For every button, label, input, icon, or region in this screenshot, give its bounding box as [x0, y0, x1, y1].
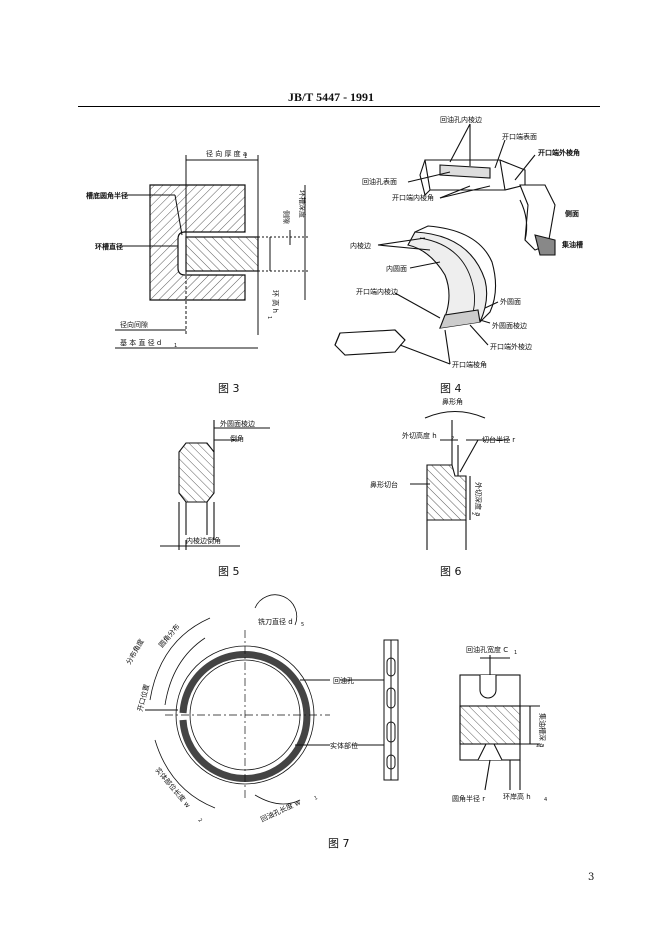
fig7-land-height: 环岸高 h [503, 792, 531, 801]
fig6-drawing [410, 410, 510, 550]
fig3-radial-thickness-sub: 1 [244, 154, 247, 160]
fig7-groove-depth: 集油槽深 a [538, 713, 547, 748]
fig7-hole-len: 回油孔长度 w [259, 797, 302, 823]
page-number: 3 [588, 872, 595, 883]
fig7-solid-len: 实体部位长度 w [153, 766, 192, 810]
fig7-corner-radius: 圆角半径 r [452, 794, 485, 803]
fig7-solid-part: 实体部位 [330, 741, 358, 750]
fig4-gap-inner-edge: 开口端内棱边 [356, 287, 398, 296]
fig3-radial-clearance: 径向间隙 [120, 320, 148, 329]
fig4-gap-outer-corner: 开口端外棱角 [538, 148, 580, 157]
fig3-groove-depth: 环槽深度 [298, 190, 307, 218]
fig6-cut-height-sub: 2 [451, 436, 454, 442]
fig5-inner-chamfer: 内棱边倒角 [186, 536, 221, 545]
fig5-caption: 图 5 [218, 565, 240, 578]
fig3-ring-height: 环 高 h [271, 290, 280, 313]
fig7-solid-len-sub: 2 [196, 817, 203, 823]
fig6-cut-radius: 切台半径 r [482, 435, 515, 444]
fig4-gap-end-surface: 开口端表面 [502, 132, 537, 141]
fig3-base-dia: 基 本 直 径 d [120, 338, 161, 347]
header-rule [78, 106, 600, 107]
fig4-caption: 图 4 [440, 382, 462, 395]
fig5-outer-edge: 外圆面棱边 [220, 419, 255, 428]
fig6-cut-depth: 外切深度 a [474, 482, 483, 517]
fig7-land-height-sub: 4 [544, 797, 547, 803]
fig3-base-dia-sub: 1 [174, 343, 177, 349]
fig6-cut-depth-sub: 2 [470, 512, 476, 515]
fig7-gap-pos: 开口位置 [135, 683, 151, 712]
fig4-side-face: 侧面 [565, 209, 579, 218]
fig4-oil-groove: 集油槽 [561, 240, 583, 249]
fig7-hole-len-sub: 1 [313, 795, 318, 802]
fig4-outer-face-edge: 外圆面棱边 [492, 321, 527, 330]
fig4-gap-corner: 开口端棱角 [452, 360, 487, 369]
fig4-inner-face: 内圆面 [386, 264, 407, 273]
fig7-circ-dist: 圆角分布 [157, 622, 182, 649]
fig6-cut-height: 外切高度 h [402, 431, 437, 440]
fig6-nose-angle: 鼻形角 [442, 397, 463, 406]
fig7-groove-depth-sub: 4 [534, 744, 540, 747]
fig7-hole-width-sub: 1 [514, 650, 517, 656]
fig3-drawing [115, 155, 310, 349]
fig5-chamfer: 倒角 [230, 434, 244, 443]
fig7-caption: 图 7 [328, 837, 350, 850]
fig3-side-gap: 侧隙 [282, 210, 291, 224]
fig4-inner-edge: 内棱边 [350, 241, 371, 250]
fig7-cutter-dia: 铣刀直径 d [258, 617, 293, 626]
fig7-return-hole: 回油孔 [333, 676, 354, 685]
fig7-dist-angle: 分布角度 [124, 637, 146, 666]
fig6-caption: 图 6 [440, 565, 462, 578]
fig7-cutter-dia-sub: 5 [301, 622, 304, 628]
fig4-oil-hole-surface: 回油孔表面 [362, 177, 397, 186]
fig5-drawing [160, 420, 270, 550]
fig3-caption: 图 3 [218, 382, 240, 395]
fig4-drawing [334, 123, 556, 365]
fig4-outer-face: 外圆面 [500, 297, 521, 306]
fig3-groove-radius: 槽底圆角半径 [86, 191, 128, 200]
fig6-nose-step: 鼻形切台 [370, 480, 398, 489]
fig7-ring-drawing [145, 594, 330, 809]
fig3-groove-dia: 环槽直径 [95, 242, 123, 251]
fig7-side-strip [340, 639, 399, 781]
fig7-hole-width: 回油孔宽度 C [466, 645, 508, 654]
fig3-radial-thickness: 径 向 厚 度 a [206, 149, 247, 158]
fig7-section-drawing [459, 655, 540, 791]
page-header: JB/T 5447 - 1991 [287, 90, 375, 104]
fig4-gap-inner-corner: 开口端内棱角 [392, 193, 434, 202]
fig4-oil-hole-inner-edge: 回油孔内棱边 [440, 115, 482, 124]
fig4-gap-outer-edge: 开口端外棱边 [490, 342, 532, 351]
fig3-ring-height-sub: 1 [266, 316, 272, 319]
